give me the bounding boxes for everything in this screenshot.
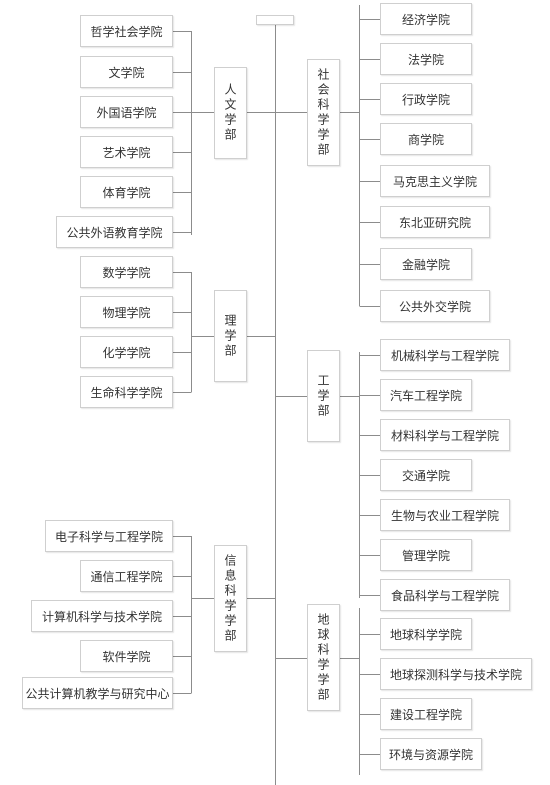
faculty-social-science[interactable]: 社会科学学部 — [307, 59, 340, 166]
unit-box[interactable]: 计算机科学与技术学院 — [31, 600, 173, 632]
unit-box[interactable]: 地球科学学院 — [380, 618, 472, 650]
unit-box[interactable]: 物理学院 — [80, 296, 173, 328]
unit-box[interactable]: 东北亚研究院 — [380, 206, 490, 238]
unit-box[interactable]: 文学院 — [80, 56, 173, 88]
faculty-label: 工学部 — [316, 373, 330, 419]
unit-box[interactable]: 软件学院 — [80, 640, 173, 672]
unit-box[interactable]: 机械科学与工程学院 — [380, 339, 510, 371]
unit-box[interactable]: 经济学院 — [380, 3, 472, 35]
unit-box[interactable]: 商学院 — [380, 123, 472, 155]
unit-box[interactable]: 公共外交学院 — [380, 290, 490, 322]
faculty-science[interactable]: 理学部 — [214, 290, 247, 382]
unit-box[interactable]: 体育学院 — [80, 176, 173, 208]
unit-box[interactable]: 数学学院 — [80, 256, 173, 288]
unit-box[interactable]: 马克思主义学院 — [380, 165, 490, 197]
unit-box[interactable]: 材料科学与工程学院 — [380, 419, 510, 451]
unit-box[interactable]: 生命科学学院 — [80, 376, 173, 408]
unit-box[interactable]: 交通学院 — [380, 459, 472, 491]
faculty-label: 理学部 — [223, 313, 237, 359]
root-node — [256, 15, 294, 25]
unit-box[interactable]: 哲学社会学院 — [80, 15, 173, 47]
faculty-label: 信息科学学部 — [223, 553, 237, 644]
faculty-humanities[interactable]: 人文学部 — [214, 67, 247, 159]
unit-box[interactable]: 生物与农业工程学院 — [380, 499, 510, 531]
faculty-information-science[interactable]: 信息科学学部 — [214, 545, 247, 652]
unit-box[interactable]: 行政学院 — [380, 83, 472, 115]
unit-box[interactable]: 化学学院 — [80, 336, 173, 368]
unit-box[interactable]: 金融学院 — [380, 248, 472, 280]
unit-box[interactable]: 艺术学院 — [80, 136, 173, 168]
unit-box[interactable]: 通信工程学院 — [80, 560, 173, 592]
unit-box[interactable]: 公共计算机教学与研究中心 — [22, 677, 173, 709]
unit-box[interactable]: 管理学院 — [380, 539, 472, 571]
unit-box[interactable]: 汽车工程学院 — [380, 379, 472, 411]
unit-box[interactable]: 法学院 — [380, 43, 472, 75]
unit-box[interactable]: 地球探测科学与技术学院 — [380, 658, 532, 690]
faculty-label: 社会科学学部 — [316, 67, 330, 158]
unit-box[interactable]: 外国语学院 — [80, 96, 173, 128]
unit-box[interactable]: 电子科学与工程学院 — [45, 520, 173, 552]
unit-box[interactable]: 食品科学与工程学院 — [380, 579, 510, 611]
faculty-label: 人文学部 — [223, 83, 237, 143]
faculty-engineering[interactable]: 工学部 — [307, 350, 340, 442]
faculty-earth-science[interactable]: 地球科学学部 — [307, 604, 340, 711]
unit-box[interactable]: 公共外语教育学院 — [56, 216, 173, 248]
unit-box[interactable]: 环境与资源学院 — [380, 738, 482, 770]
faculty-label: 地球科学学部 — [316, 612, 330, 703]
unit-box[interactable]: 建设工程学院 — [380, 698, 472, 730]
